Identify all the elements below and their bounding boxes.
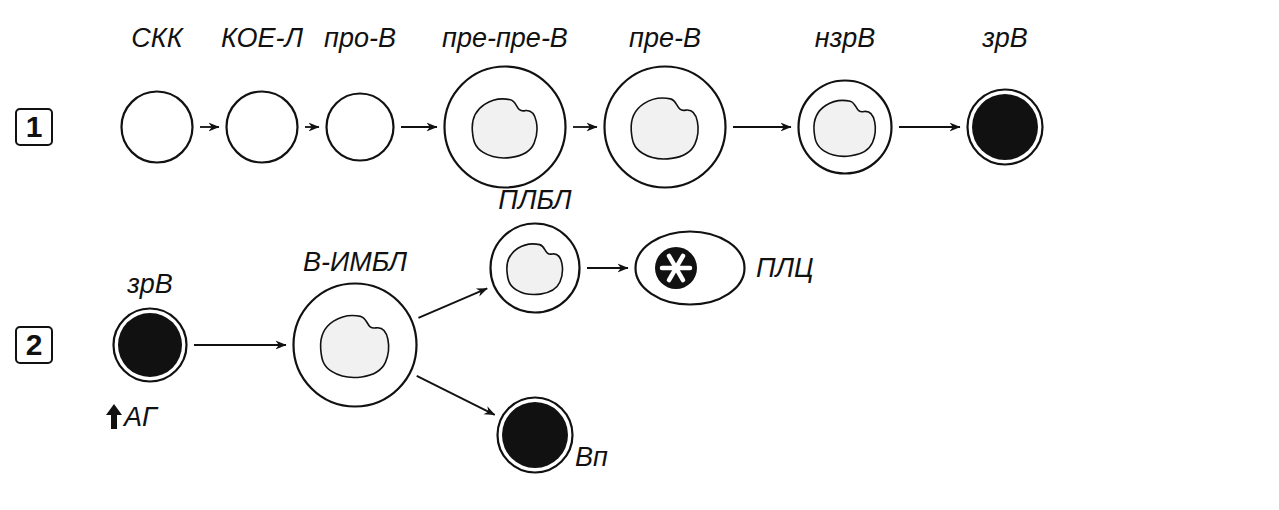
chromatin-centre <box>673 265 680 272</box>
cell-stage: Вп <box>496 396 574 474</box>
cell-stage: пре-пре-В <box>443 65 567 189</box>
antigen-label-holder: АГ <box>124 401 157 433</box>
connector-arrow <box>733 126 791 128</box>
connector-arrow <box>573 126 597 128</box>
stage-label: пре-В <box>629 23 701 53</box>
cell-membrane <box>114 309 187 382</box>
cell-stage: СКК <box>120 90 194 164</box>
stage-label: зрВ <box>982 23 1028 53</box>
cell-nucleus <box>507 244 563 294</box>
cell-outline <box>489 222 581 314</box>
connector-arrow <box>401 126 437 128</box>
stage-label-holder: пре-В <box>629 22 701 54</box>
stage-label-holder: В-ИМБЛ <box>303 246 407 278</box>
chromatin-spoke <box>679 266 690 271</box>
stage-label: ПЛБЛ <box>498 185 571 215</box>
cell-membrane <box>294 284 417 407</box>
stage-label-holder: СКК <box>131 22 182 54</box>
cell-membrane <box>327 94 394 161</box>
cell-membrane <box>605 67 726 188</box>
chromatin-spoke <box>669 256 675 266</box>
cell-outline <box>797 79 893 175</box>
cell-stage: про-В <box>325 92 395 162</box>
stage-label: ПЛЦ <box>756 253 814 283</box>
cell-outline <box>966 88 1044 166</box>
row-number: 1 <box>26 110 43 143</box>
dense-nucleus <box>502 402 568 468</box>
cell-outline <box>225 90 299 164</box>
cell-stage: ПЛБЛ <box>489 222 581 314</box>
connector-arrow <box>417 376 495 415</box>
stage-label: зрВ <box>127 269 173 299</box>
cell-stage: зрВ <box>966 88 1044 166</box>
stage-label: про-В <box>324 23 396 53</box>
cell-stage: нзрВ <box>797 79 893 175</box>
cell-stage: ПЛЦ <box>634 230 746 306</box>
connector-arrow <box>587 267 628 269</box>
cell-membrane <box>122 92 193 163</box>
cell-stage: зрВ <box>112 307 188 383</box>
cell-nucleus <box>631 98 698 159</box>
cell-membrane <box>799 81 892 174</box>
cell-stage: В-ИМБЛ <box>292 282 418 408</box>
cell-outline <box>292 282 418 408</box>
cell-nucleus <box>814 100 875 156</box>
row-number: 2 <box>26 328 43 361</box>
stage-label-holder: нзрВ <box>815 22 875 54</box>
stage-label-holder: КОЕ-Л <box>221 22 303 54</box>
chromatin-spoke <box>669 271 675 281</box>
chromatin-spoke <box>678 271 684 281</box>
stage-label-holder: про-В <box>324 22 396 54</box>
stage-label-holder: пре-пре-В <box>442 22 568 54</box>
connector-arrow <box>200 126 219 128</box>
cell-outline <box>325 92 395 162</box>
cell-stage: КОЕ-Л <box>225 90 299 164</box>
row-number-box: 1 <box>15 108 54 146</box>
cell-membrane <box>491 224 580 313</box>
connector-arrow <box>899 126 960 128</box>
connector-arrow <box>418 288 487 317</box>
cell-membrane <box>968 90 1043 165</box>
stage-label-holder: Вп <box>575 441 608 473</box>
up-arrow-symbol <box>106 404 122 429</box>
connector-arrow <box>194 344 286 346</box>
cell-membrane <box>227 92 298 163</box>
cell-outline <box>634 230 746 306</box>
cell-outline <box>443 65 567 189</box>
stage-label: СКК <box>131 23 182 53</box>
cell-outline <box>112 307 188 383</box>
cell-membrane <box>498 398 573 473</box>
stage-label: нзрВ <box>815 23 875 53</box>
cell-nucleus <box>321 316 389 378</box>
cell-outline <box>603 65 727 189</box>
antigen-label: АГ <box>124 402 157 432</box>
cartwheel-nucleus <box>655 247 697 289</box>
stage-label: пре-пре-В <box>442 23 568 53</box>
cell-outline <box>120 90 194 164</box>
stage-label-holder: зрВ <box>982 22 1028 54</box>
dense-nucleus <box>118 313 182 377</box>
stage-label: В-ИМБЛ <box>303 247 407 277</box>
stage-label-holder: ПЛБЛ <box>498 184 571 216</box>
stage-label: Вп <box>575 442 608 472</box>
cell-stage: пре-В <box>603 65 727 189</box>
cell-membrane <box>636 232 745 305</box>
cell-nucleus <box>472 99 537 158</box>
chromatin-spoke <box>662 266 673 271</box>
stage-label-holder: зрВ <box>127 268 173 300</box>
cell-membrane <box>445 67 566 188</box>
connector-arrow <box>305 126 319 128</box>
row-number-box: 2 <box>15 326 54 364</box>
stage-label: КОЕ-Л <box>221 23 303 53</box>
dense-nucleus <box>972 94 1038 160</box>
stage-label-holder: ПЛЦ <box>756 252 814 284</box>
nucleus-body <box>655 247 697 289</box>
cell-outline <box>496 396 574 474</box>
chromatin-spoke <box>678 256 684 266</box>
